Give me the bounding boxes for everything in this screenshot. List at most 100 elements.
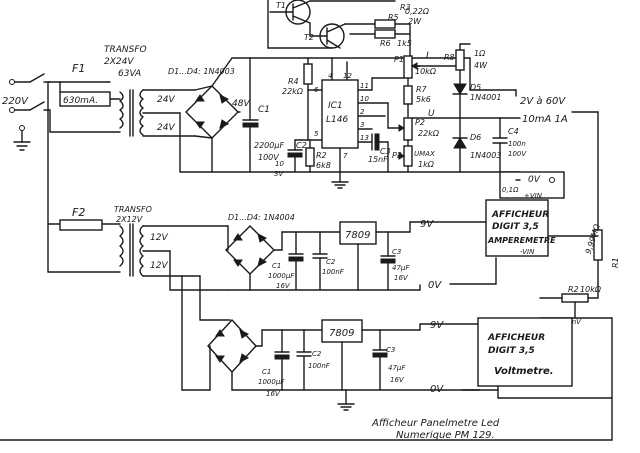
ic1-pin-11: 11 — [360, 82, 369, 90]
mains-input: 220V — [2, 73, 121, 273]
transfo1-sec2: 24V — [157, 123, 175, 133]
r6-value: 1k5 — [397, 39, 412, 48]
ic1-l146 — [321, 79, 359, 149]
c1-main-cap: 2200µF — [254, 141, 284, 150]
reg-volt-label: 7809 — [329, 328, 354, 339]
d6-label: D6 — [470, 133, 481, 142]
voltage-divider: R1 9,99MΩ R2 10kΩ 200mV — [497, 111, 620, 441]
ammeter-subtitle: DIGIT 3,5 — [492, 222, 539, 232]
r8-ohm: 1Ω — [474, 49, 486, 58]
c3-amm-cap: 47µF — [392, 264, 410, 272]
transfo2-secondary — [139, 225, 144, 277]
amm-0v-label: 0V — [428, 280, 442, 291]
bridge1-label: D1...D4: 1N4003 — [168, 67, 235, 76]
d6-part: 1N4003 — [470, 151, 501, 160]
ammeter-title: AFFICHEUR — [491, 210, 549, 220]
ammeter-term-neg: -VIN — [520, 248, 535, 256]
volt-9v-label: 9V — [430, 320, 444, 331]
p3-label: P3 — [392, 151, 402, 160]
transfo2-sec1: 12V — [150, 233, 168, 243]
bridge3-rectifier — [207, 319, 257, 373]
bridge2-rectifier — [225, 225, 275, 275]
ic1-pin-7: 7 — [343, 152, 348, 160]
p1-label: P1 — [394, 55, 404, 64]
transfo2-sec2: 12V — [150, 261, 168, 271]
ic1-label: IC1 — [328, 101, 343, 111]
c2-amm-value: 100nF — [322, 268, 345, 276]
p2-mark: U — [428, 109, 435, 119]
c3-volt-label: C3 — [386, 346, 395, 354]
r7-label: R7 — [416, 85, 428, 94]
transformer-2: TRANSFO 2X12V 12V 12V — [114, 205, 231, 391]
d5-part: 1N4001 — [470, 93, 501, 102]
c1-main-label: C1 — [258, 105, 270, 115]
ammeter-mode: AMPEREMETRE — [487, 236, 556, 245]
pass-transistors: T1 T2 R3 R5 0,22Ω 2W R6 1k5 — [267, 0, 430, 57]
c3-main-value: 15nF — [368, 155, 388, 164]
c1-amm-volt: 16V — [276, 282, 291, 290]
voltmeter-supply: C1 1000µF 16V C2 100nF 7809 9V C3 47µF 1… — [207, 319, 499, 411]
c1-volt-label: C1 — [262, 368, 271, 376]
ammeter-display: AFFICHEUR DIGIT 3,5 AMPEREMETRE -VIN 0V … — [485, 171, 565, 257]
c1-volt-volt: 16V — [266, 390, 281, 398]
p3-value: 1kΩ — [418, 160, 435, 169]
mains-terminal-n — [9, 107, 15, 113]
p1-value: 10kΩ — [415, 67, 437, 76]
r2-resistor — [561, 293, 589, 303]
p2-label: P2 — [415, 118, 425, 127]
ammeter-terminal-block — [499, 171, 565, 199]
transfo1-title: TRANSFO — [104, 45, 147, 55]
transfo2-spec: 2X12V — [116, 215, 143, 224]
fuse-f2: F2 — [47, 206, 121, 273]
r4-value: 22kΩ — [282, 87, 304, 96]
c4-volt: 100V — [508, 150, 527, 158]
fuse-f1: F1 630mA. — [59, 62, 121, 107]
ic1-pin-13: 13 — [360, 134, 369, 142]
fuse-f1-label: F1 — [72, 62, 85, 75]
voltmeter-title: AFFICHEUR — [487, 333, 545, 343]
transformer-1: TRANSFO 2X24V 63VA 24V 24V — [104, 45, 196, 137]
output-range-current: 10mA 1A — [522, 114, 568, 125]
r4-label: R4 — [288, 77, 299, 86]
c2-main-label: C2 — [296, 141, 307, 150]
d6-diode — [453, 137, 467, 149]
ic1-part: L146 — [326, 115, 348, 125]
c3-amm-volt: 16V — [394, 274, 409, 282]
t2-label: T2 — [304, 33, 314, 42]
mains-voltage-label: 220V — [2, 96, 29, 107]
transfo2-primary — [119, 225, 124, 267]
mains-switch — [29, 73, 45, 83]
ammeter-term-pos: +VIN — [524, 192, 543, 200]
c3-main-label: C3 — [380, 147, 391, 156]
ammeter-box — [485, 199, 549, 257]
amm-9v-label: 9V — [420, 219, 434, 230]
transfo1-power: 63VA — [118, 69, 141, 79]
r5-value: 0,22Ω — [405, 7, 430, 16]
output-0v-label: 0V — [528, 175, 541, 185]
c1-main-volt: 100V — [258, 153, 279, 162]
voltmeter-subtitle: DIGIT 3,5 — [488, 346, 535, 356]
ammeter-shunt-label: 0,1Ω — [502, 186, 519, 194]
c4-label: C4 — [508, 127, 519, 136]
r8-watt: 4W — [474, 61, 488, 70]
c2-main-cap: 10 — [275, 160, 284, 168]
c2-amm-label: C2 — [326, 258, 336, 266]
d5-label: D5 — [470, 83, 481, 92]
main-regulator-section: C1 2200µF 100V IC1 L146 6 5 4 12 11 10 2… — [179, 43, 568, 189]
fuse-f1-value: 630mA. — [63, 96, 98, 106]
transfo1-sec1: 24V — [157, 95, 175, 105]
r2-label: R2 — [568, 285, 579, 294]
r2-main-label: R2 — [316, 151, 327, 160]
voltmeter-display: AFFICHEUR DIGIT 3,5 Voltmetre. — [477, 317, 573, 387]
r2-main-value: 6k8 — [316, 161, 331, 170]
output-range-voltage: 2V à 60V — [520, 95, 566, 107]
reg-amm-label: 7809 — [345, 230, 370, 241]
r2-value: 10kΩ — [580, 285, 602, 294]
r5-label: R5 — [388, 13, 399, 22]
p3-mark: UMAX — [414, 150, 435, 158]
d5-diode — [453, 83, 467, 95]
volt-0v-label: 0V — [430, 384, 444, 395]
ic1-pin-3: 3 — [360, 121, 364, 129]
ic1-pin-10: 10 — [360, 95, 369, 103]
